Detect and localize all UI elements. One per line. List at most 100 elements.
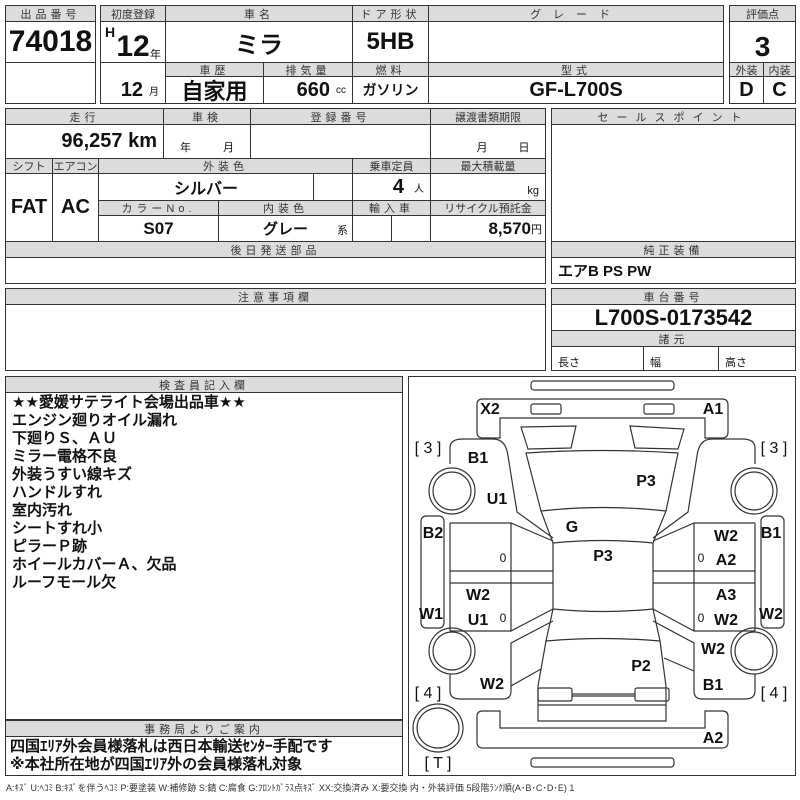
car-name-label: 車名 <box>165 5 353 22</box>
office-line: ※本社所在地が四国ｴﾘｱ外の会員様落札対象 <box>10 756 303 773</box>
month-unit: 月 <box>149 86 159 98</box>
displacement-label: 排気量 <box>263 62 353 77</box>
color-no-value: S07 <box>98 215 219 242</box>
mark: U1 <box>487 491 508 508</box>
mark: B1 <box>468 450 489 467</box>
headlight-right <box>643 403 675 415</box>
displacement: 660 cc <box>263 76 353 104</box>
mark: W1 <box>419 606 443 623</box>
lot-empty <box>5 62 96 104</box>
wheel-front-right-inner <box>734 471 774 511</box>
mark: [ 3 ] <box>415 440 442 457</box>
windshield <box>540 510 667 544</box>
int-color: グレー系 <box>218 215 353 242</box>
equipment-value: エアB PS PW <box>551 257 796 284</box>
damage-diagram: X2 A1 [ 3 ] [ 3 ] B1 P3 U1 G B2 P3 W2 B1… <box>408 376 796 776</box>
wheels <box>412 467 778 753</box>
left-sill <box>420 515 445 629</box>
seats-unit: 人 <box>414 183 424 195</box>
inspection-label: 車検 <box>163 108 251 125</box>
door-type: 5HB <box>352 21 429 63</box>
mark: A2 <box>703 730 724 747</box>
exterior-grade: D <box>729 76 764 104</box>
sales-point-label: セールスポイント <box>551 108 796 125</box>
mark: W2 <box>714 528 738 545</box>
month: 12 <box>120 78 143 101</box>
mark: [ 3 ] <box>761 440 788 457</box>
mark: B2 <box>423 525 444 542</box>
score-label: 評価点 <box>729 5 796 22</box>
import-cell-2 <box>391 215 431 242</box>
note-line: エンジン廻りオイル漏れ <box>12 412 178 429</box>
specs-label: 諸元 <box>551 330 796 347</box>
int-color-label: 内装色 <box>218 200 353 216</box>
wheel-front-right <box>730 467 778 515</box>
grade-value <box>428 21 724 63</box>
wheel-rear-right <box>730 627 778 675</box>
ac-value: AC <box>52 173 99 242</box>
rear-bumper <box>476 710 729 749</box>
reg-no-value <box>250 124 431 159</box>
interior-grade: C <box>763 76 796 104</box>
ext-color-extra <box>313 173 353 201</box>
note-line: 外装うすい線キズ <box>12 466 133 483</box>
wheel-rear-left <box>428 627 476 675</box>
mark: 0 <box>500 611 507 625</box>
first-reg-label: 初度登録 <box>100 5 166 22</box>
lot-label: 出品番号 <box>5 5 96 22</box>
spec-height: 高さ <box>718 346 796 371</box>
front-bumper <box>476 398 729 439</box>
reg-no-label: 登録番号 <box>250 108 431 125</box>
exterior-label: 外装 <box>729 62 764 77</box>
caution-label: 注意事項欄 <box>5 288 546 305</box>
mark: W2 <box>701 641 725 658</box>
wheel-rear-left-inner <box>432 631 472 671</box>
seats-label: 乗車定員 <box>352 158 431 174</box>
history-value: 自家用 <box>165 76 264 104</box>
front-right-fender <box>652 438 756 539</box>
note-line: 下廻りＳ、ＡＵ <box>12 430 118 447</box>
model-value: GF-L700S <box>428 76 724 104</box>
recycle-value: 8,570 <box>488 218 531 238</box>
later-parts-label: 後日発送部品 <box>5 241 546 258</box>
shift-label: シフト <box>5 158 53 174</box>
year-unit: 年 <box>150 49 161 61</box>
chassis-label: 車台番号 <box>551 288 796 305</box>
transfer-label: 譲渡書類期限 <box>430 108 546 125</box>
right-sill <box>760 515 785 629</box>
int-color-suffix: 系 <box>337 225 348 237</box>
mark: 0 <box>500 551 507 565</box>
note-line: ★★愛媛サテライト会場出品車★★ <box>12 394 246 411</box>
hood <box>525 449 679 512</box>
mileage-value: 96,257 km <box>5 124 164 159</box>
lot-number: 74018 <box>5 21 96 63</box>
later-parts-value <box>5 257 546 284</box>
first-reg-year: H 12 年 <box>100 21 166 63</box>
mark: G <box>566 519 578 536</box>
displacement-unit: cc <box>336 84 346 96</box>
history-label: 車歴 <box>165 62 264 77</box>
model-label: 型式 <box>428 62 724 77</box>
wheel-rear-right-inner <box>734 631 774 671</box>
mark: P3 <box>593 548 613 565</box>
max-load-label: 最大積載量 <box>430 158 546 174</box>
mark: A2 <box>716 552 737 569</box>
grille <box>520 425 685 450</box>
mark: W2 <box>759 606 783 623</box>
door-label: ドア形状 <box>352 5 429 22</box>
headlight-left <box>530 403 562 415</box>
note-line: ハンドルすれ <box>12 484 103 501</box>
mark: 0 <box>698 611 705 625</box>
office-label: 事務局よりご案内 <box>5 720 403 737</box>
mark: W2 <box>714 612 738 629</box>
displacement-value: 660 <box>296 78 330 101</box>
mark: A3 <box>716 587 737 604</box>
mark: [ T ] <box>425 755 452 772</box>
note-line: 室内汚れ <box>12 502 73 519</box>
note-line: ルーフモール欠 <box>12 574 117 591</box>
office-line: 四国ｴﾘｱ外会員様落札は西日本輸送ｾﾝﾀｰ手配です <box>10 738 333 755</box>
rear-right-fender <box>652 620 756 700</box>
mark: W2 <box>466 587 490 604</box>
grade-label: グレード <box>428 5 724 22</box>
